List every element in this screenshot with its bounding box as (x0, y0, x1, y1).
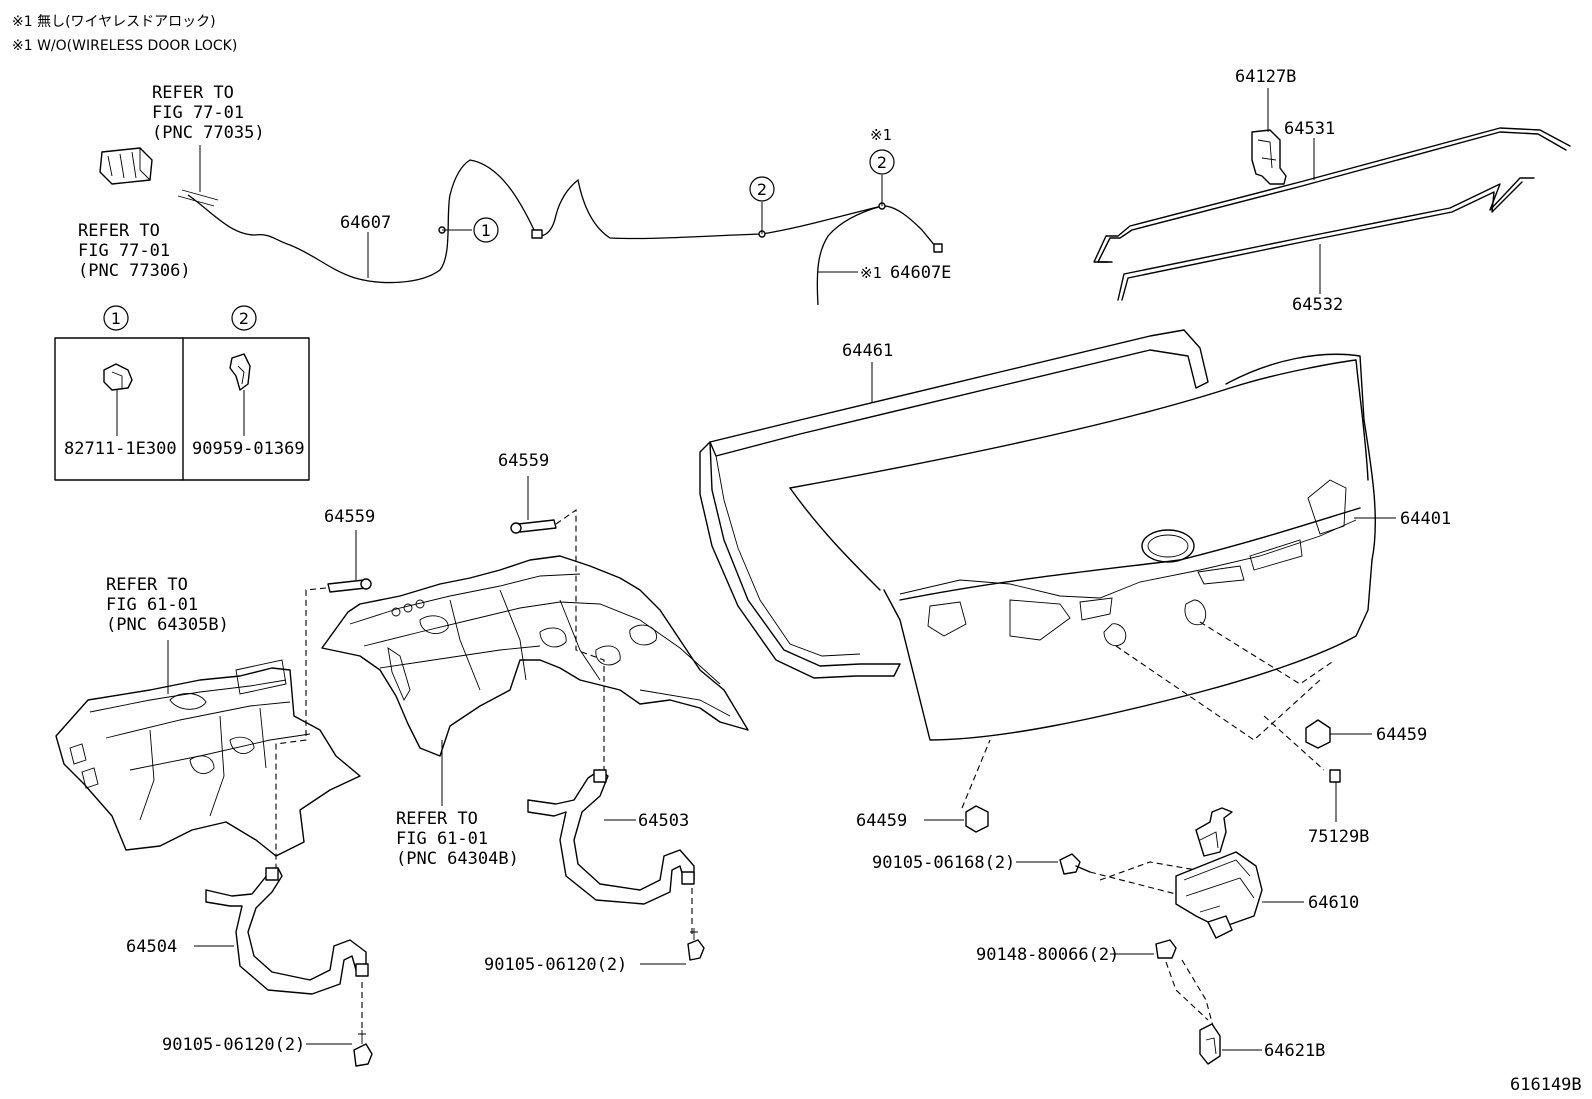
legend-part-82711: 82711-1E300 (64, 439, 177, 459)
part-label-64401: 64401 (1400, 509, 1451, 529)
part-label-90105-06120-left: 90105-06120(2) (162, 1035, 305, 1055)
part-label-64532: 64532 (1292, 295, 1343, 315)
svg-text:REFER TO: REFER TO (106, 575, 188, 595)
part-label-90148-80066: 90148-80066(2) (976, 945, 1119, 965)
part-label-64621b: 64621B (1264, 1041, 1325, 1061)
part-label-90105-06120-right: 90105-06120(2) (484, 955, 627, 975)
marker-circle-1-harness (473, 217, 499, 243)
part-label-64504: 64504 (126, 937, 177, 957)
svg-text:(PNC 64304B): (PNC 64304B) (396, 849, 519, 869)
marker-circle-2b-text: 2 (877, 153, 887, 172)
svg-text:FIG 77-01: FIG 77-01 (78, 241, 170, 261)
part-label-64459-right: 64459 (1376, 725, 1427, 745)
part-label-64559-right: 64559 (498, 451, 549, 471)
body-panel-left-64305b: REFER TO FIG 61-01 (PNC 64305B) (55, 575, 361, 857)
torsion-rod-64559-right: 64559 (498, 451, 605, 770)
part-label-90105-06168: 90105-06168(2) (872, 853, 1015, 873)
part-label-64459-left: 64459 (856, 811, 907, 831)
svg-text:FIG 61-01: FIG 61-01 (396, 829, 488, 849)
part-label-64607: 64607 (340, 213, 391, 233)
wire-harness-64607 (177, 159, 943, 306)
hinge-64503: 64503 90105-06120(2) (484, 769, 705, 975)
figure-id: 616149B (1510, 1075, 1582, 1095)
part-label-75129b: 75129B (1308, 827, 1369, 847)
svg-text:(PNC 77306): (PNC 77306) (78, 261, 191, 281)
svg-text:(PNC 77035): (PNC 77035) (152, 123, 265, 143)
part-label-64607e: 64607E (890, 263, 951, 283)
part-label-64559-left: 64559 (324, 507, 375, 527)
note-line-jp: ※1 無し(ワイヤレスドアロック) (12, 14, 216, 30)
note-mark-above-2: ※1 (870, 126, 892, 144)
marker-circle-1-text: 1 (481, 221, 491, 240)
svg-text:FIG 61-01: FIG 61-01 (106, 595, 198, 615)
marker-circle-2a-text: 2 (757, 180, 767, 199)
svg-text:REFER TO: REFER TO (152, 83, 234, 103)
legend-part-90959: 90959-01369 (192, 439, 305, 459)
ref-label-77306: REFER TO FIG 77-01 (PNC 77306) (78, 221, 191, 281)
marker-circle-2-harness-a (749, 176, 775, 202)
svg-text:(PNC 64305B): (PNC 64305B) (106, 615, 229, 635)
plug-75129b: 75129B (1308, 769, 1369, 847)
hinge-64504: 64504 90105-06120(2) (126, 867, 373, 1067)
ref-label-77035: REFER TO FIG 77-01 (PNC 77035) (152, 83, 265, 143)
part-label-64503: 64503 (638, 811, 689, 831)
note-line-en: ※1 W/O(WIRELESS DOOR LOCK) (12, 38, 237, 54)
stopper-64459-right: 64459 (1305, 719, 1427, 749)
body-panel-center-64304b: REFER TO FIG 61-01 (PNC 64304B) (321, 555, 749, 869)
part-label-64461: 64461 (842, 341, 893, 361)
svg-text:REFER TO: REFER TO (396, 809, 478, 829)
svg-text:REFER TO: REFER TO (78, 221, 160, 241)
marker-circle-2-harness-b (869, 149, 895, 175)
part-label-64127b: 64127B (1235, 67, 1296, 87)
svg-text:FIG 77-01: FIG 77-01 (152, 103, 244, 123)
trunk-lid-assembly: 64461 64401 (699, 329, 1451, 809)
legend-marker-1: 1 (111, 309, 121, 328)
legend-marker-2: 2 (239, 309, 249, 328)
legend-box: 1 2 82711-1E300 90959-01369 (54, 305, 310, 481)
stopper-64459-left: 64459 (856, 805, 989, 833)
part-label-64607e-mark: ※1 (860, 264, 882, 282)
trunk-lock-64610: 64610 90105-06168(2) 90148-80066(2) 6462… (872, 807, 1359, 1065)
latch-rods-64531-64532: 64127B 64531 64532 (1093, 67, 1571, 315)
part-label-64610: 64610 (1308, 893, 1359, 913)
part-label-64531: 64531 (1284, 119, 1335, 139)
connector-icon-77306 (99, 147, 153, 185)
torsion-rod-64559-left: 64559 (275, 507, 375, 868)
